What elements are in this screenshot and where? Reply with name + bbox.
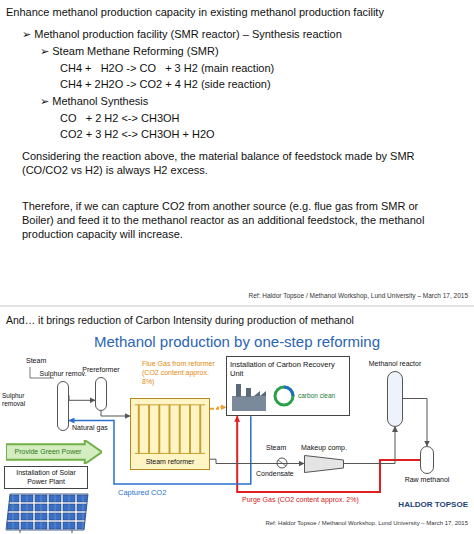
text-label: ➢ Methanol production facility (SMR reac…	[22, 28, 342, 42]
compressor-symbol	[304, 455, 344, 473]
factory-stack	[246, 388, 251, 397]
text-label: Therefore, if we can capture CO2 from an…	[22, 200, 452, 241]
text-label: Condensate	[256, 470, 294, 479]
arrow-outline	[6, 440, 102, 464]
pipe-connector	[210, 407, 226, 409]
graphic-part	[30, 367, 31, 378]
reformer-tube	[148, 405, 150, 454]
reformer-tube	[138, 405, 140, 454]
pipe-connector	[237, 416, 420, 492]
vessel-symbol	[387, 371, 403, 427]
text-label: Steam	[26, 357, 46, 366]
vessel-shell	[58, 381, 69, 430]
pipe-connector	[403, 399, 427, 447]
reformer-label: Steam reformer	[144, 458, 197, 467]
reformer-tube	[189, 405, 191, 454]
text-label: Natural gas	[72, 424, 108, 433]
text-label: HALDOR TOPSOE	[360, 500, 468, 510]
reformer-tube	[169, 405, 171, 454]
factory-symbol	[230, 380, 270, 412]
text-label: CH4 + 2H2O -> CO2 + 4 H2 (side reaction)	[60, 78, 271, 92]
text-label: Flue Gas from reformer (CO2 content appr…	[142, 360, 222, 386]
text-label: CO2 + 3 H2 <-> CH3OH + H2O	[60, 128, 215, 142]
separator-label: Raw methanol	[400, 476, 454, 485]
reformer-tube	[179, 405, 181, 454]
factory-body	[232, 396, 266, 411]
vessel-shell	[96, 377, 107, 410]
node-arrow: Provide Green Power	[6, 440, 102, 464]
separator-shell	[421, 447, 434, 474]
logo-circle	[275, 387, 293, 405]
text-label: And… it brings reduction of Carbon Inten…	[6, 314, 468, 327]
text-label: ➢ Methanol Synthesis	[40, 95, 148, 109]
graphic-part	[6, 494, 88, 530]
node-vessel: Prereformer	[78, 366, 124, 411]
node-box: Installation of Solar Power Plant	[4, 466, 88, 489]
text-label: Sulphur removal	[2, 392, 42, 408]
vessel-label: Methanol reactor	[362, 360, 428, 369]
reformer-header	[135, 404, 205, 405]
factory-stack	[236, 384, 241, 397]
text-label: Steam	[266, 444, 286, 453]
node-vessel: Sulphur remov.	[38, 370, 88, 431]
text-label: Captured CO2	[118, 488, 166, 497]
pipe-connector	[69, 396, 95, 401]
logo-row: carbon clean	[230, 380, 346, 412]
text-label: Ref: Haldor Topsoe / Methanol Workshop, …	[180, 520, 468, 528]
pipe-connector	[344, 427, 395, 464]
arrow-text: Provide Green Power	[15, 448, 82, 457]
reformer-header	[135, 453, 205, 454]
node-comp: Makeup comp.	[296, 444, 352, 473]
node-ref: Steam reformer	[130, 398, 210, 470]
node-cr: Installation of Carbon Recovery Unit carb…	[226, 356, 350, 416]
reformer-tube	[199, 405, 201, 454]
compressor-body	[305, 455, 344, 472]
vessel-label: Prereformer	[78, 366, 124, 375]
reformer-tube	[158, 405, 160, 454]
text-label: Ref: Haldor Topsoe / Methanol Workshop, …	[180, 292, 468, 300]
logo-ring	[273, 385, 295, 407]
text-label: Considering the reaction above, the mate…	[22, 150, 452, 178]
node-sep: Raw methanol	[400, 446, 454, 485]
solar-panels	[6, 494, 88, 533]
graphic-part	[30, 378, 54, 379]
graphic-part	[72, 530, 73, 533]
separator-symbol	[420, 446, 434, 474]
vessel-symbol	[57, 381, 69, 431]
vessel-symbol	[95, 377, 107, 411]
slide-divider	[0, 306, 474, 307]
slide-title: Enhance methanol production capacity in …	[6, 6, 468, 20]
text-label: Purge Gas (CO2 content approx. 2%)	[242, 496, 362, 505]
factory-roof	[254, 391, 266, 396]
logo-text: carbon clean	[298, 392, 335, 400]
graphic-part	[20, 530, 21, 533]
text-label: CH4 + H2O -> CO + 3 H2 (main reaction)	[60, 62, 274, 76]
node-vessel: Methanol reactor	[362, 360, 428, 427]
pipe-connector	[101, 411, 130, 417]
box-heading: Installation of Carbon Recovery Unit	[230, 360, 346, 378]
pipe-connector	[210, 459, 304, 463]
logo-arc	[284, 387, 293, 396]
vessel-shell	[388, 371, 403, 426]
compressor-label: Makeup comp.	[296, 444, 352, 453]
text-label: Methanol production by one-step reformin…	[30, 333, 444, 352]
box-text: Installation of Solar Power Plant	[7, 469, 85, 486]
vessel-label: Sulphur remov.	[38, 370, 88, 379]
text-label: ➢ Steam Methane Reforming (SMR)	[40, 45, 219, 59]
text-label: CO + 2 H2 <-> CH3OH	[60, 112, 180, 126]
